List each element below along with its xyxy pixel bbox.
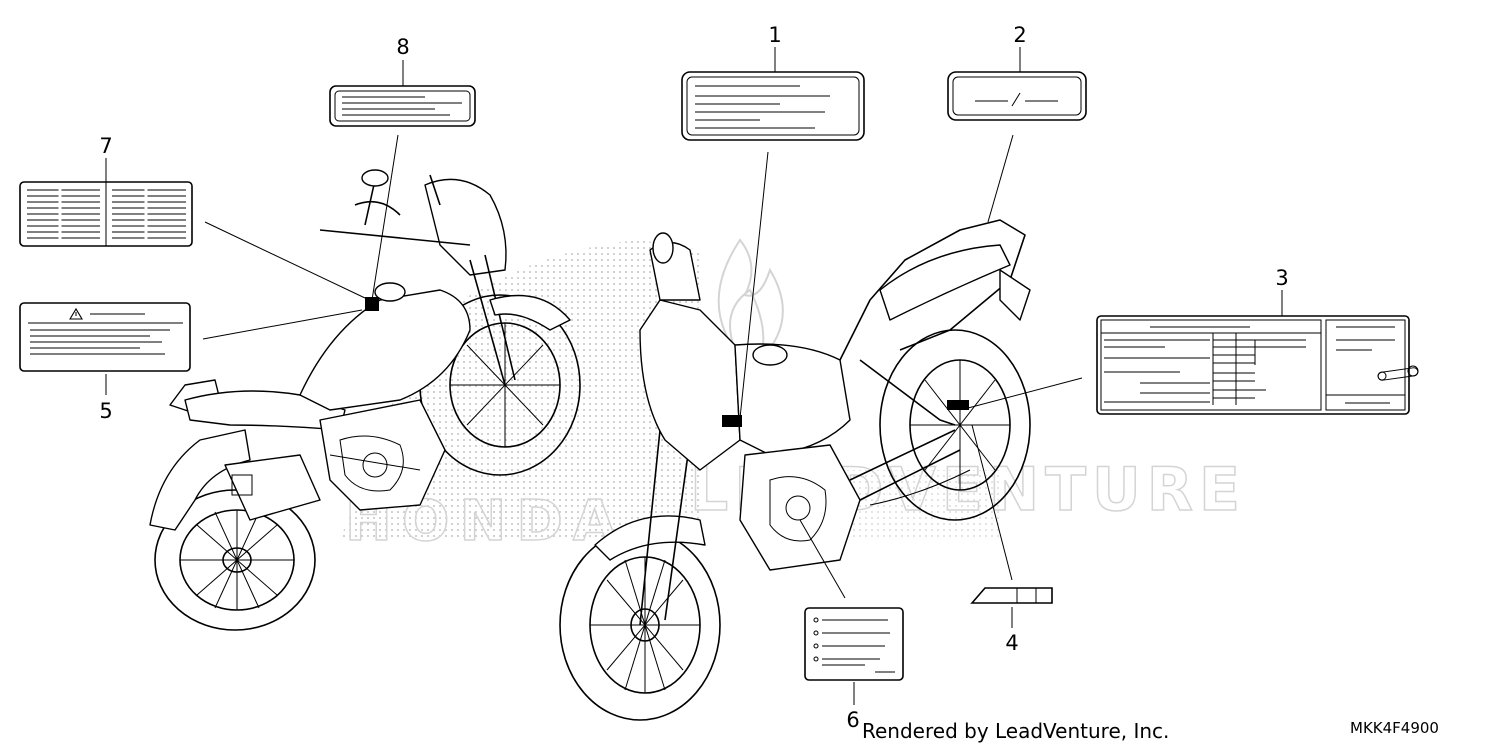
callout-number-6: 6 [846,708,859,732]
label-7 [19,158,366,299]
label-5 [19,302,363,395]
label-1 [681,47,865,419]
render-credit: Rendered by LeadVenture, Inc. [862,719,1170,743]
callout-number-8: 8 [396,35,409,59]
motorcycle-rear-view [149,169,581,631]
callout-number-5: 5 [99,399,112,423]
callout-number-4: 4 [1005,631,1018,655]
callout-number-2: 2 [1013,23,1026,47]
label-2 [947,47,1087,223]
part-code: MKK4F4900 [1350,719,1439,737]
callout-number-3: 3 [1275,266,1288,290]
label-3 [967,290,1419,415]
callout-number-7: 7 [99,134,112,158]
label-4 [970,424,1053,628]
chain-adjust-icon [1377,365,1419,381]
motorcycle-front-view [559,219,1031,721]
callout-number-1: 1 [768,23,781,47]
label-6 [799,519,904,705]
label-8 [329,60,476,301]
warning-icon [69,307,83,320]
